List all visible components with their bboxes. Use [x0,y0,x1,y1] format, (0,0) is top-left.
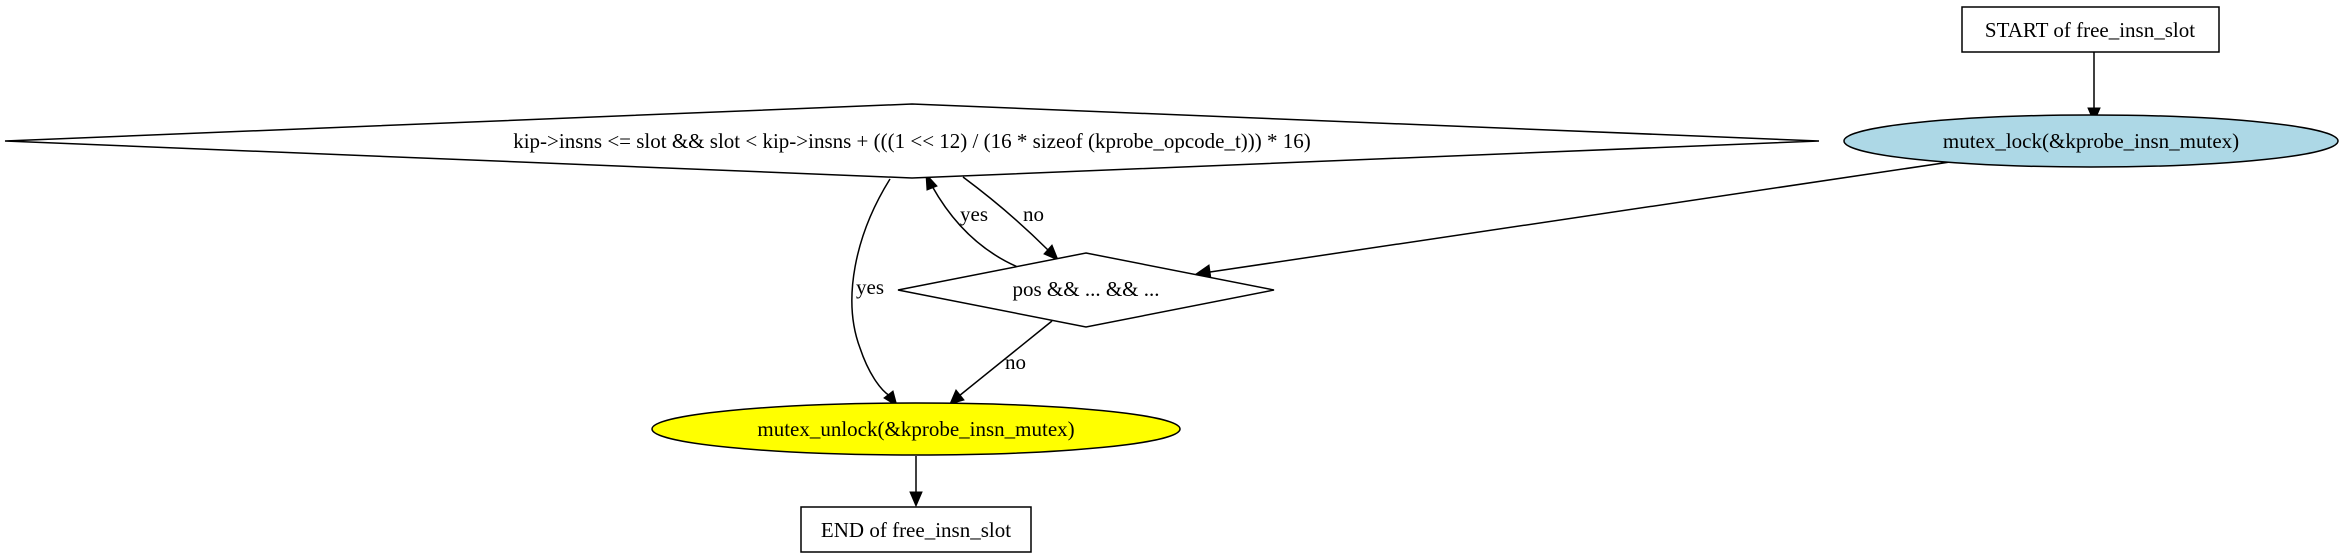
edge-line [1209,161,1951,273]
loop-condition-diamond [4,103,1820,179]
pos-condition-node: pos && ... && ... [897,252,1275,328]
pos-condition-diamond [897,252,1275,328]
edge-pos-to-unlock-no: no [949,320,1053,405]
edge-loop-to-unlock-yes: yes [851,178,898,408]
pos-condition-label: pos && ... && ... [1012,277,1159,301]
nodes: START of free_insn_slot mutex_lock(&kpro… [4,6,2339,553]
edge-unlock-to-end [909,456,923,508]
edge-line [931,185,1021,269]
end-node-box [800,506,1032,553]
arrowhead [883,390,898,408]
edge-label-no: no [1023,202,1044,226]
end-node-label: END of free_insn_slot [821,518,1011,542]
unlock-node: mutex_unlock(&kprobe_insn_mutex) [651,402,1181,456]
end-node: END of free_insn_slot [800,506,1032,553]
unlock-node-ellipse [651,402,1181,456]
start-node-label: START of free_insn_slot [1985,18,2195,42]
edge-start-to-lock [2087,52,2101,124]
loop-condition-node: kip->insns <= slot && slot < kip->insns … [4,103,1820,179]
start-node: START of free_insn_slot [1961,6,2220,53]
start-node-box [1961,6,2220,53]
edge-label-yes: yes [856,275,884,299]
lock-node-label: mutex_lock(&kprobe_insn_mutex) [1943,129,2239,153]
lock-node: mutex_lock(&kprobe_insn_mutex) [1843,114,2339,168]
arrowhead [909,491,923,508]
arrowhead [949,389,965,405]
edges: no yes yes no [851,52,2101,508]
edge-pos-to-loop-yes: yes [925,172,1021,269]
lock-node-ellipse [1843,114,2339,168]
arrowhead [1043,244,1059,261]
loop-condition-label: kip->insns <= slot && slot < kip->insns … [513,129,1311,153]
edge-loop-to-pos-no: no [962,176,1059,261]
unlock-node-label: mutex_unlock(&kprobe_insn_mutex) [757,417,1074,441]
edge-line [962,176,1049,251]
edge-lock-to-pos-condition [1194,161,1951,280]
edge-line [958,320,1053,397]
edge-label-no: no [1005,350,1026,374]
edge-line [851,178,891,397]
edge-label-yes: yes [960,202,988,226]
